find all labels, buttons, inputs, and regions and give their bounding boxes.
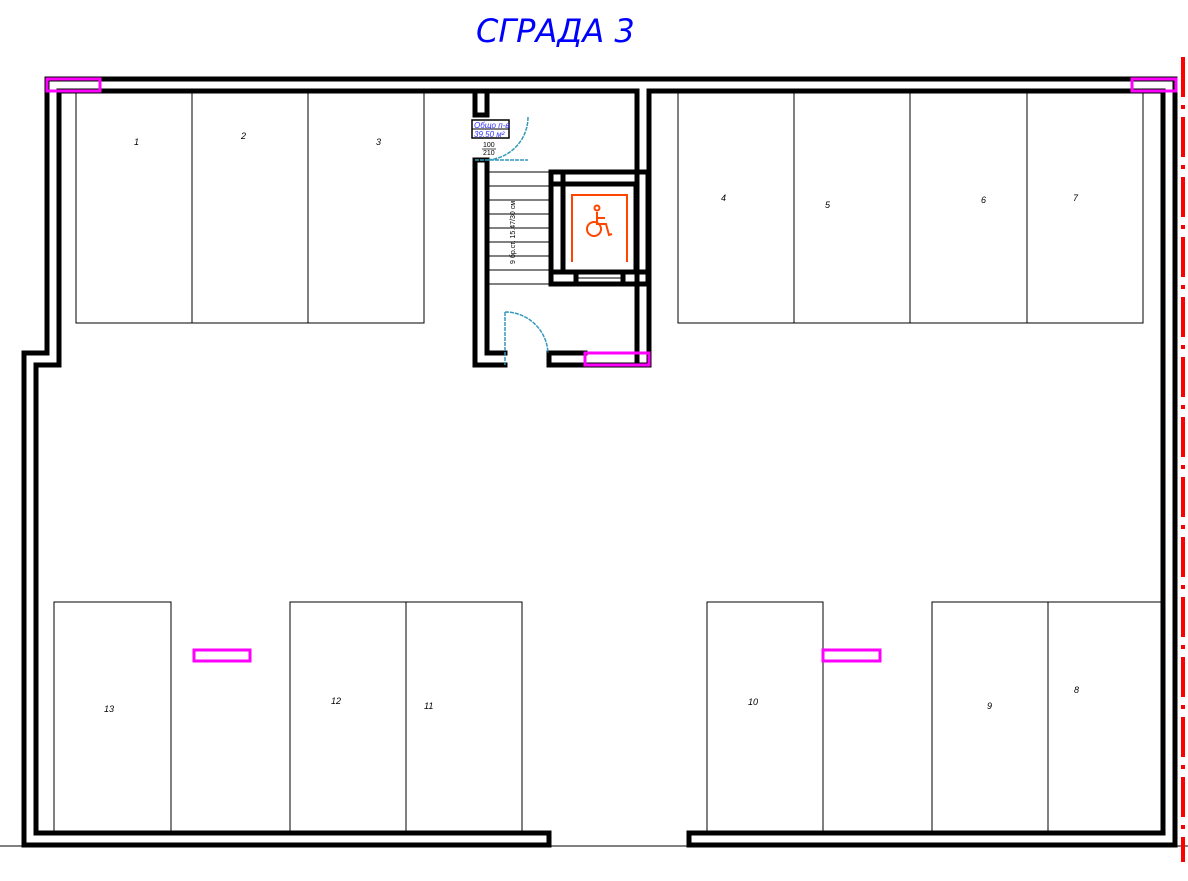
room-label: Общо п-в 39.50 м² 100 210 [471, 119, 510, 157]
space-number: 12 [331, 696, 341, 706]
exterior-walls [21, 76, 1178, 848]
openings [45, 77, 1178, 663]
parking-spaces: 1 2 3 4 5 6 7 8 9 10 11 12 13 [53, 90, 1164, 834]
space-number: 13 [104, 704, 114, 714]
building-title: СГРАДА 3 [476, 12, 635, 50]
wheelchair-icon [571, 194, 628, 262]
space-number: 11 [424, 701, 433, 711]
stair-core-walls [472, 88, 652, 368]
space-number: 3 [376, 137, 381, 147]
space-number: 7 [1073, 193, 1079, 203]
space-number: 10 [748, 697, 758, 707]
stairs: 9 бр.ст. 15.47/30 см [487, 171, 623, 285]
space-number: 9 [987, 701, 992, 711]
door-width: 100 [483, 142, 495, 149]
space-number: 2 [240, 131, 246, 141]
space-number: 8 [1074, 685, 1079, 695]
space-number: 5 [825, 200, 831, 210]
room-area: 39.50 м² [474, 130, 505, 139]
stair-label: 9 бр.ст. 15.47/30 см [509, 201, 517, 264]
room-name: Общо п-в [474, 121, 509, 130]
doors [475, 116, 549, 365]
space-number: 1 [134, 137, 139, 147]
space-number: 4 [721, 193, 726, 203]
door-height: 210 [483, 150, 495, 157]
space-number: 6 [981, 195, 986, 205]
